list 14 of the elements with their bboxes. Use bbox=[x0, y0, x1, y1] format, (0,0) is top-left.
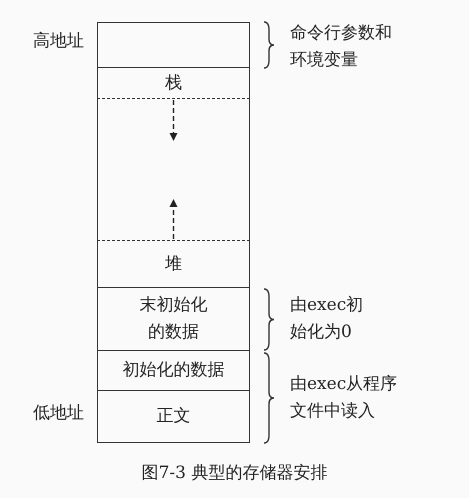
brace-note: 由exec初始化为0 bbox=[290, 294, 364, 344]
address-label: 低地址 bbox=[33, 402, 85, 425]
memory-segment-box: 堆 bbox=[97, 240, 250, 287]
brace-note: 由exec从程序文件中读入 bbox=[290, 373, 398, 423]
memory-segment-box: 正文 bbox=[97, 390, 250, 443]
memory-segment-box bbox=[97, 22, 250, 68]
arrow bbox=[170, 100, 178, 141]
figure-caption: 图7-3 典型的存储器安排 bbox=[140, 462, 328, 485]
brace-note: 命令行参数和环境变量 bbox=[290, 22, 393, 72]
arrow bbox=[170, 199, 178, 239]
memory-segment-box: 栈 bbox=[97, 68, 250, 99]
address-label: 高地址 bbox=[33, 30, 85, 53]
memory-segment-box: 末初始化的数据 bbox=[97, 287, 250, 350]
memory-segment-box: 初始化的数据 bbox=[97, 350, 250, 390]
